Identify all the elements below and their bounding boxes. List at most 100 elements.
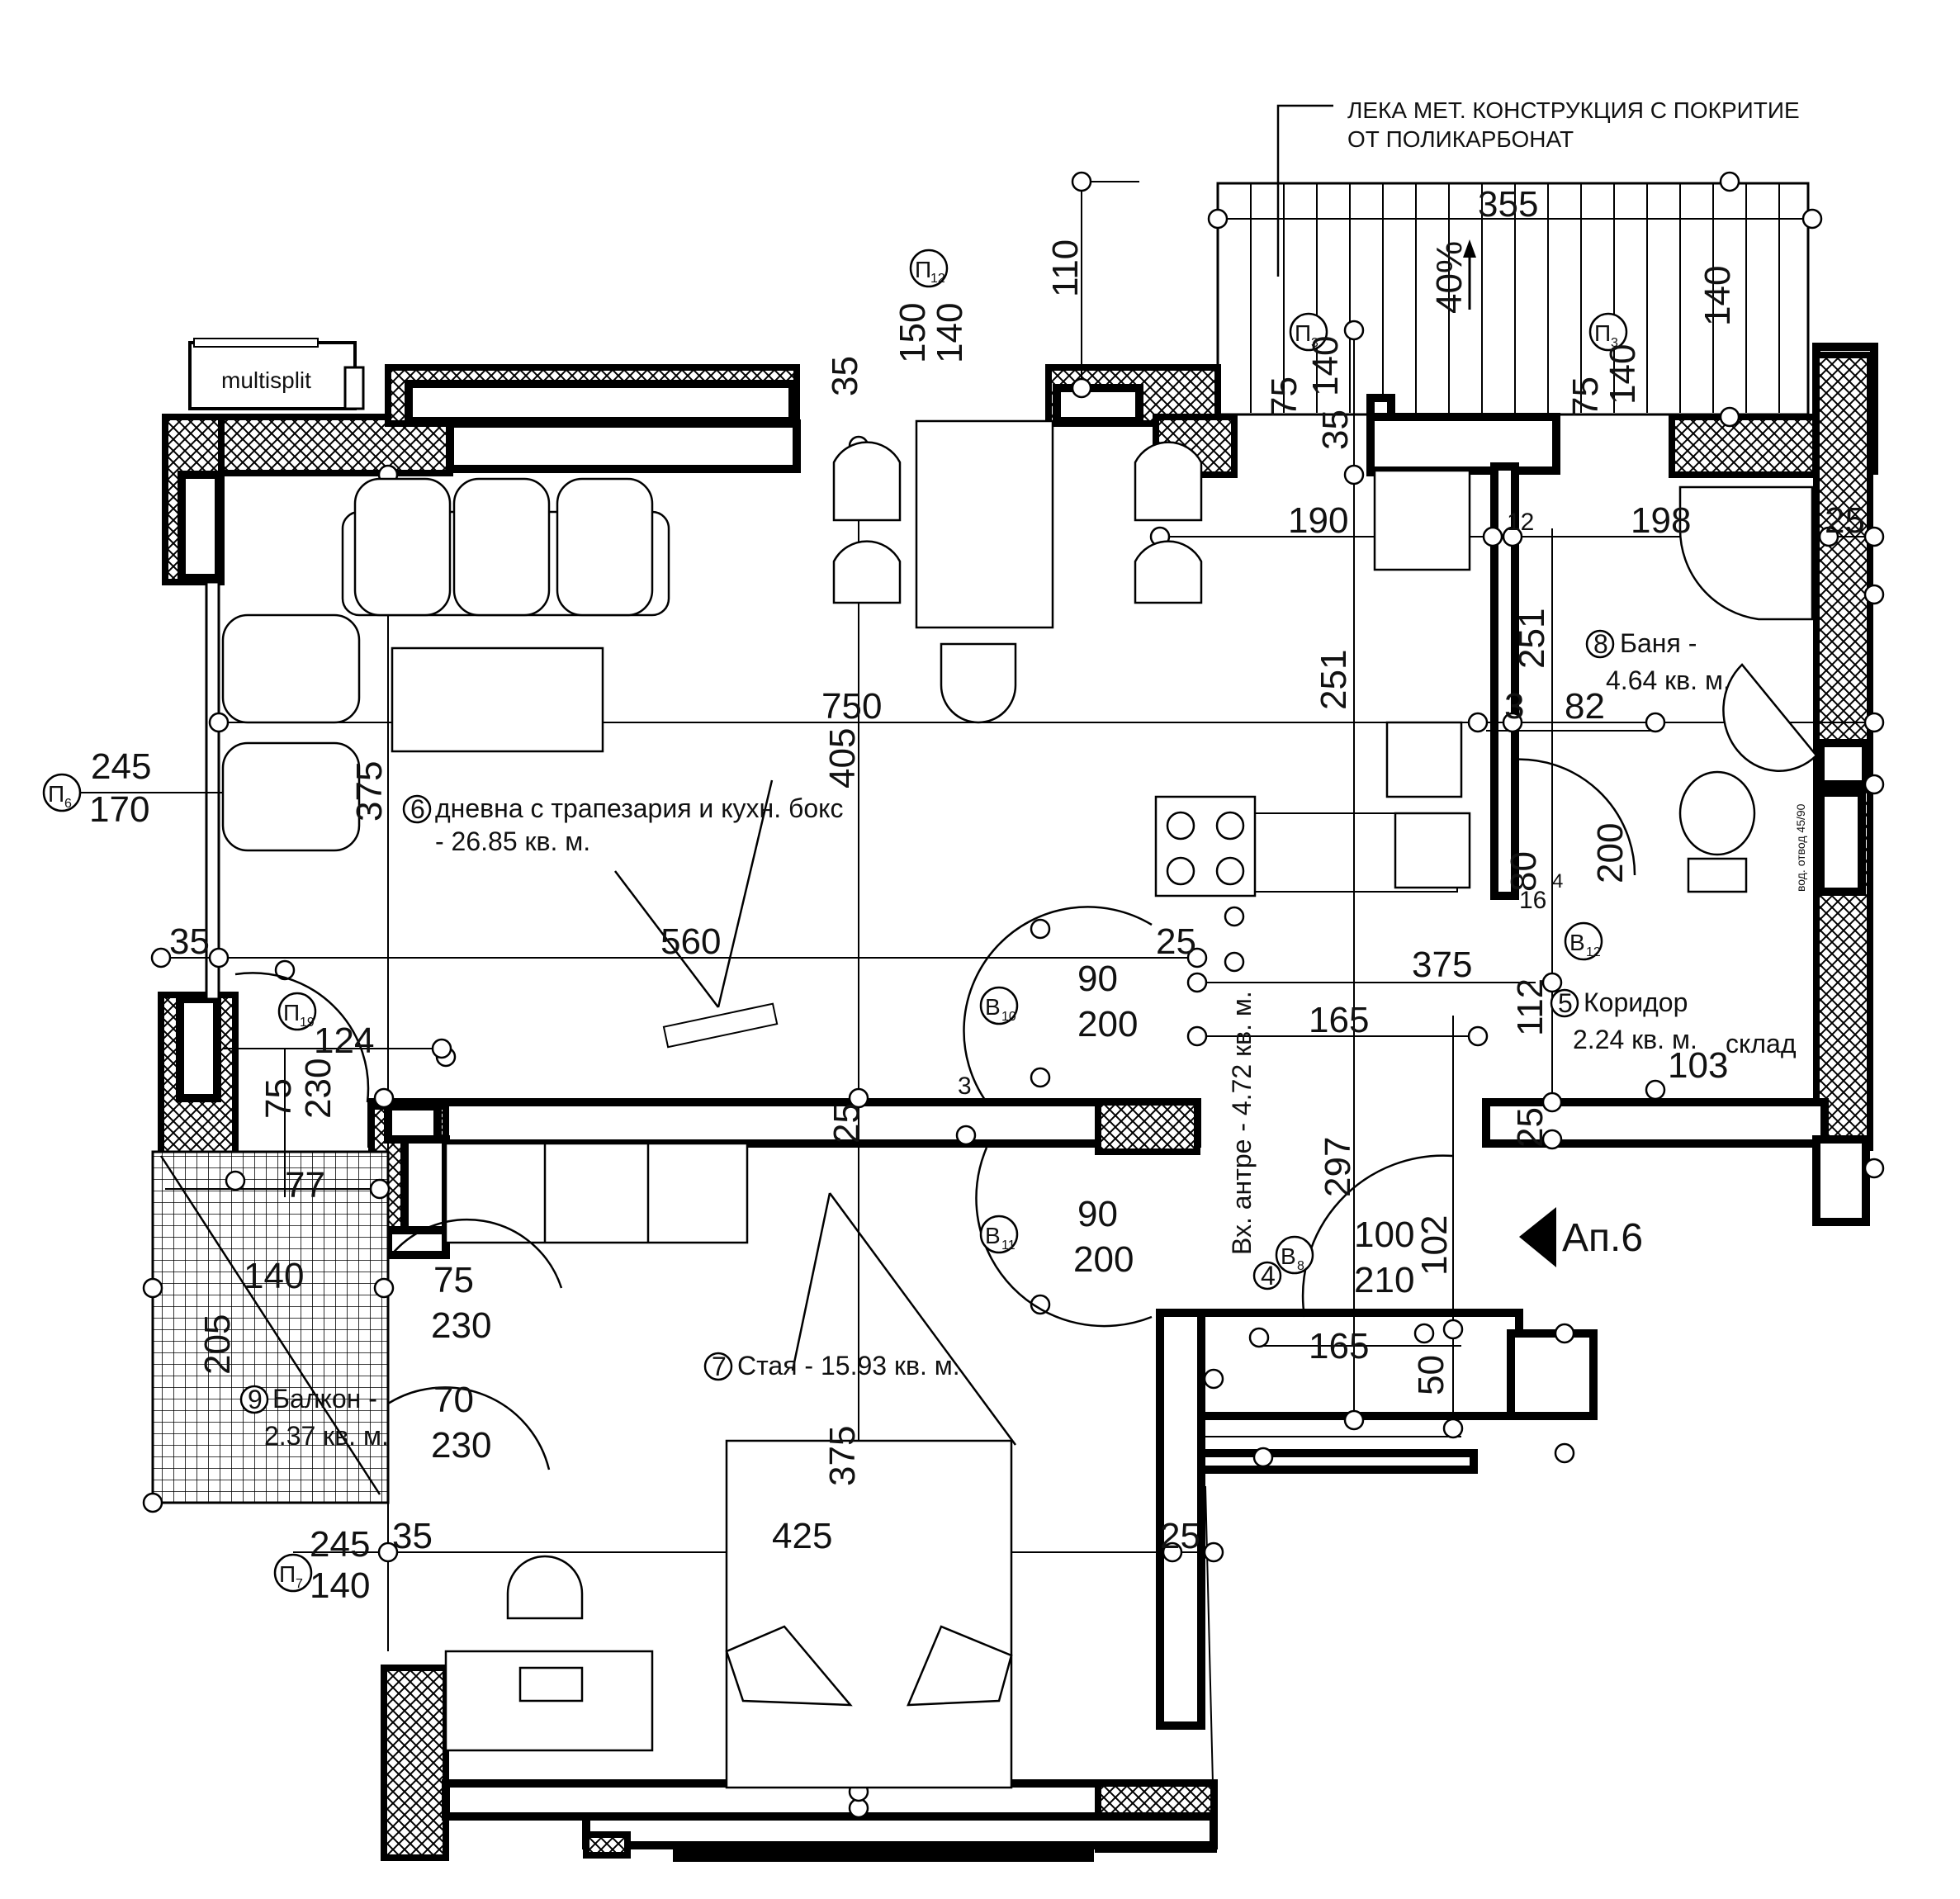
svg-text:150: 150 [892, 303, 933, 363]
marker-p12: П 12 [909, 249, 949, 288]
washbasin [1722, 663, 1818, 772]
svg-text:251: 251 [1314, 650, 1354, 710]
svg-text:198: 198 [1631, 500, 1691, 541]
desk-chair [444, 1555, 654, 1752]
svg-text:8: 8 [1297, 1259, 1304, 1273]
room-4-label: 4 Вх. антре - 4.72 кв. м. [1227, 991, 1282, 1290]
svg-text:82: 82 [1565, 686, 1605, 727]
marker-b12: В 12 [1564, 921, 1603, 961]
svg-text:245: 245 [91, 746, 151, 787]
svg-text:110: 110 [1045, 239, 1086, 297]
canopy-slope: 40% [1429, 241, 1470, 314]
svg-text:В: В [985, 994, 1001, 1020]
svg-text:Стая - 15.93 кв. м.: Стая - 15.93 кв. м. [737, 1351, 960, 1380]
svg-text:251: 251 [1512, 609, 1552, 669]
marker-b10: В 10 [979, 986, 1019, 1025]
dimension-labels: 355 110 150 140 75 140 75 140 140 35 35 … [89, 184, 1865, 1606]
svg-text:100: 100 [1354, 1215, 1414, 1255]
room-6-label: 6 дневна с трапезария и кухн. бокс - 26.… [402, 793, 843, 856]
svg-text:6: 6 [410, 794, 425, 824]
svg-text:11: 11 [1001, 1238, 1016, 1253]
toilet-note: вод. отвод 45/90 [1794, 803, 1807, 892]
tv-panel [662, 1002, 779, 1049]
svg-text:П: П [48, 781, 64, 807]
svg-text:В: В [1281, 1243, 1296, 1269]
note-line-1: ЛЕКА МЕТ. КОНСТРУКЦИЯ С ПОКРИТИЕ [1347, 97, 1800, 123]
svg-text:140: 140 [1603, 344, 1643, 405]
armchairs [221, 613, 361, 852]
svg-text:140: 140 [244, 1256, 304, 1296]
polycarbonate-canopy: 40% [1216, 182, 1810, 416]
svg-text:90: 90 [1077, 959, 1118, 999]
svg-text:16: 16 [1519, 887, 1546, 914]
svg-text:3: 3 [1611, 336, 1618, 350]
note-leader [1276, 104, 1333, 277]
room-9-label: 9 Балкон - 2.37 кв. м. [239, 1384, 389, 1451]
svg-text:355: 355 [1478, 184, 1538, 225]
svg-text:205: 205 [197, 1314, 238, 1375]
svg-text:200: 200 [1077, 1004, 1138, 1044]
svg-text:375: 375 [822, 1426, 863, 1486]
svg-text:90: 90 [1077, 1194, 1118, 1234]
svg-text:165: 165 [1309, 1326, 1369, 1366]
room-5-label: 5 Коридор 2.24 кв. м. [1550, 987, 1697, 1054]
wardrobe [444, 1142, 749, 1244]
svg-text:9: 9 [248, 1385, 263, 1414]
svg-text:10: 10 [1001, 1010, 1016, 1024]
svg-text:Баня -: Баня - [1620, 628, 1697, 658]
svg-text:102: 102 [1414, 1215, 1455, 1276]
svg-text:7: 7 [712, 1352, 727, 1381]
svg-text:140: 140 [930, 303, 970, 363]
svg-text:75: 75 [258, 1078, 299, 1119]
svg-text:375: 375 [349, 761, 390, 822]
room-7-label: 7 Стая - 15.93 кв. м. [703, 1351, 960, 1381]
svg-text:375: 375 [1412, 945, 1472, 985]
marker-p7: П 7 [273, 1553, 313, 1593]
balcony-floor [151, 1150, 390, 1504]
sofa [341, 477, 670, 617]
svg-text:П: П [279, 1561, 296, 1587]
svg-text:12: 12 [1586, 945, 1601, 959]
svg-text:140: 140 [1697, 266, 1738, 326]
svg-text:В: В [985, 1223, 1001, 1248]
view-line-room [791, 1192, 1017, 1446]
kitchen-block [1154, 469, 1471, 897]
view-line-living [614, 779, 774, 1008]
svg-text:35: 35 [392, 1516, 433, 1556]
svg-text:70: 70 [433, 1380, 474, 1420]
toilet [1678, 770, 1756, 893]
multisplit-unit: multisplit [188, 338, 365, 410]
svg-text:12: 12 [1507, 509, 1534, 536]
svg-text:50: 50 [1411, 1355, 1451, 1395]
svg-text:425: 425 [772, 1516, 832, 1556]
svg-text:210: 210 [1354, 1260, 1414, 1300]
svg-text:4.64 кв. м.: 4.64 кв. м. [1606, 665, 1730, 695]
svg-text:Вх. антре - 4.72 кв. м.: Вх. антре - 4.72 кв. м. [1227, 991, 1257, 1255]
svg-text:В: В [1569, 930, 1585, 955]
svg-text:4: 4 [1261, 1261, 1276, 1290]
svg-text:75: 75 [1565, 376, 1606, 417]
svg-text:405: 405 [822, 728, 863, 788]
svg-text:- 26.85 кв. м.: - 26.85 кв. м. [435, 826, 590, 856]
svg-text:35: 35 [1315, 410, 1356, 450]
svg-text:8: 8 [1593, 629, 1608, 659]
svg-text:25: 25 [1825, 500, 1865, 541]
svg-text:200: 200 [1073, 1239, 1134, 1280]
svg-text:П: П [1594, 320, 1611, 346]
svg-text:4: 4 [1552, 870, 1563, 893]
dimension-ticks [142, 171, 1885, 1819]
svg-text:245: 245 [310, 1524, 370, 1565]
bed [725, 1439, 1013, 1789]
dining-set [832, 419, 1203, 724]
svg-text:5: 5 [1558, 988, 1573, 1018]
svg-text:103: 103 [1668, 1045, 1728, 1086]
marker-p6: П 6 [42, 773, 82, 812]
svg-text:Ап.6: Ап.6 [1562, 1216, 1643, 1260]
apartment-label: Ап.6 [1519, 1207, 1643, 1267]
svg-text:12: 12 [930, 272, 945, 286]
svg-text:3: 3 [958, 1073, 972, 1100]
svg-text:П: П [1295, 320, 1311, 346]
marker-b11: В 11 [979, 1215, 1019, 1254]
svg-text:Коридор: Коридор [1584, 987, 1688, 1017]
